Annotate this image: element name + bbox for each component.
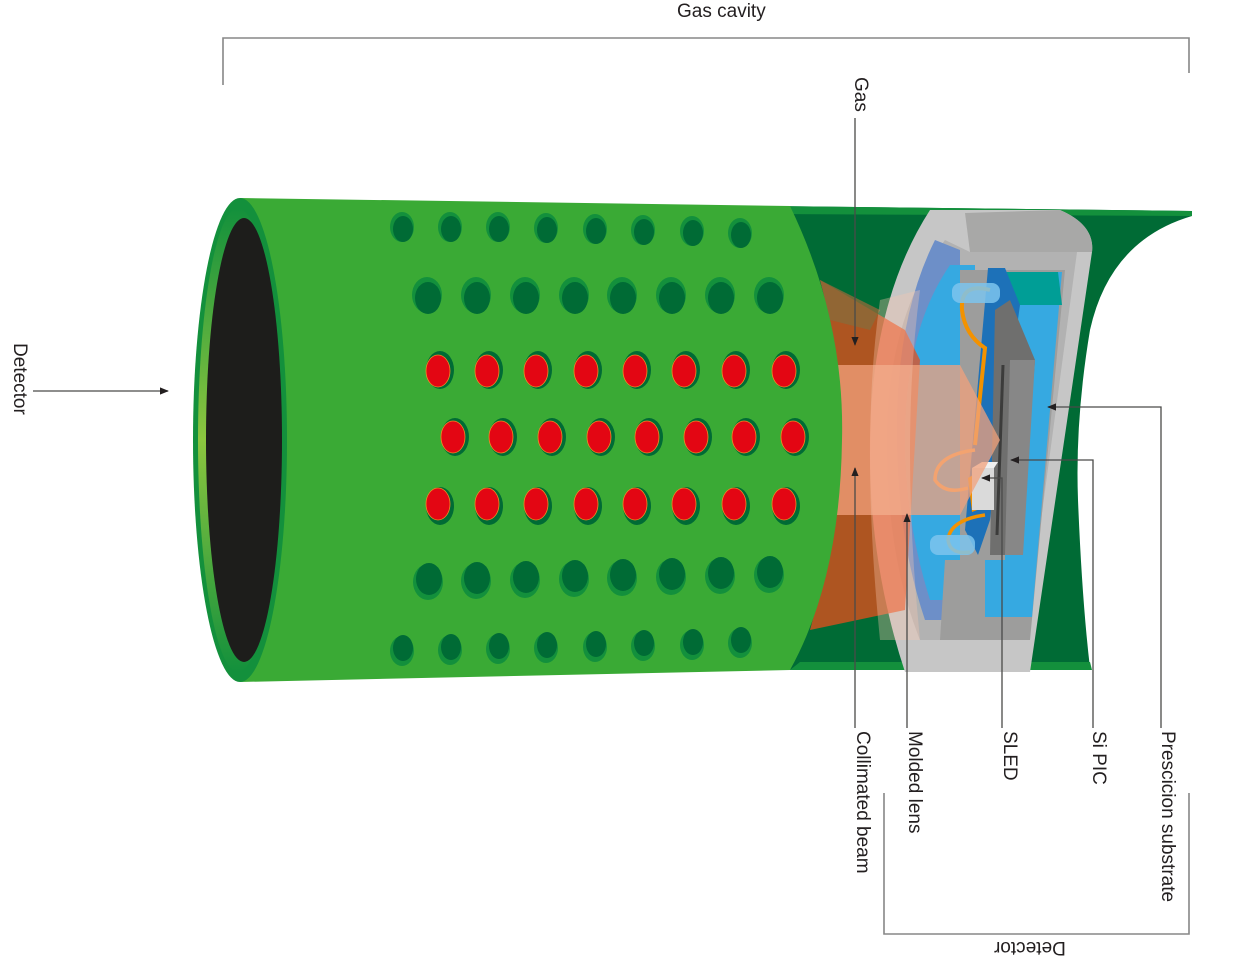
si-pic-label: Si PIC — [1088, 731, 1109, 785]
gas-cavity-bracket — [222, 37, 1190, 85]
leader-lines — [33, 118, 1162, 728]
detector-bottom-label: Detector — [994, 937, 1066, 958]
molded-lens-label: Molded lens — [904, 731, 925, 834]
gas-cavity-label: Gas cavity — [677, 1, 766, 22]
precision-substrate-label: Prescicion substrate — [1157, 731, 1178, 903]
precision-substrate-leader — [1047, 403, 1162, 728]
tube-opening — [193, 198, 287, 682]
collimated-beam-label: Collimated beam — [852, 731, 873, 874]
detector-left-label: Detector — [9, 343, 30, 415]
sled-label: SLED — [999, 731, 1020, 781]
sled-leader — [981, 474, 1003, 728]
gas-label: Gas — [850, 77, 871, 112]
si-pic-leader — [1010, 456, 1094, 728]
tube-holes — [390, 212, 809, 666]
detector-bracket — [883, 793, 1190, 935]
left-pins — [18, 292, 266, 599]
